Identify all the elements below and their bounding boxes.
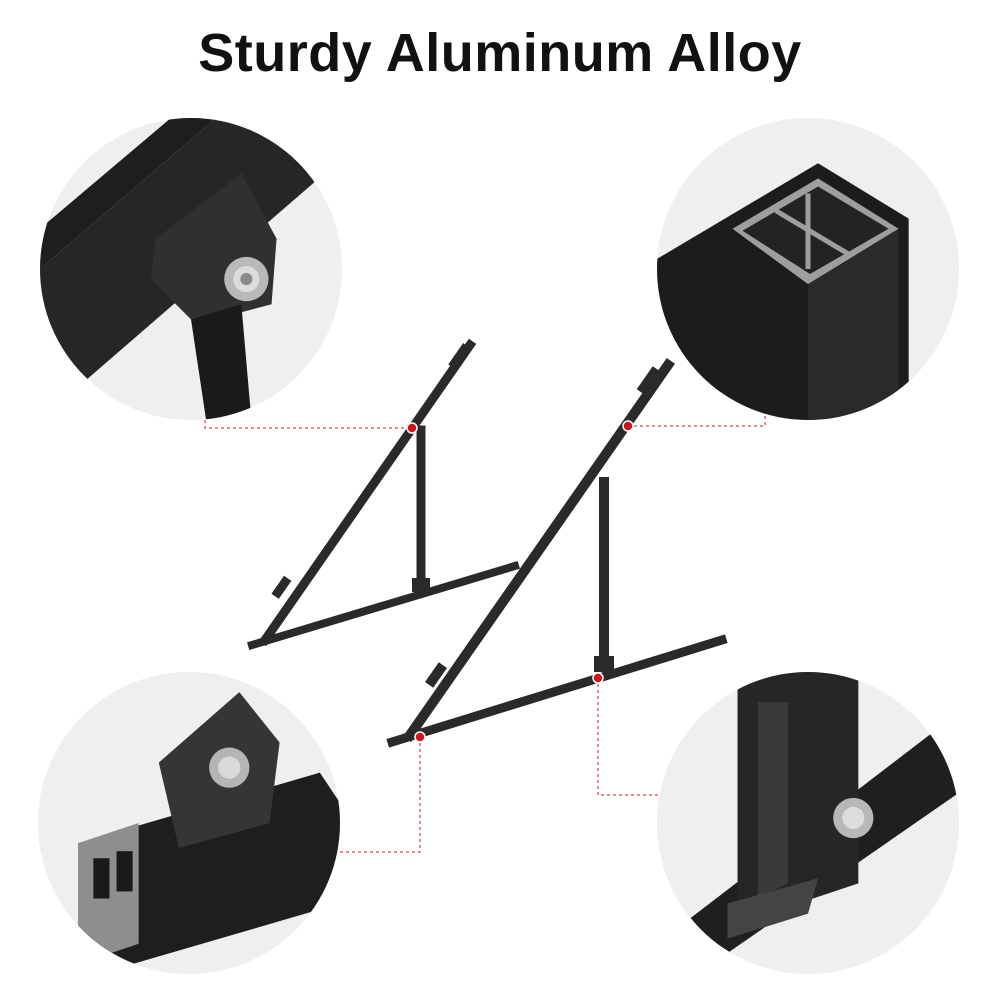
detail-profile-section [657, 118, 959, 420]
callout-markers [406, 420, 634, 743]
callout-lines [204, 415, 766, 853]
detail-top-hinge [40, 118, 342, 420]
detail-base-joint [38, 672, 340, 974]
callout-marker-top-left [406, 422, 418, 434]
detail-leg-foot [657, 672, 959, 974]
callout-marker-bottom-right [592, 672, 604, 684]
bracket-left-foot [412, 578, 430, 592]
bracket-right-clip-low [425, 662, 447, 688]
bracket-right-base [386, 634, 728, 748]
page-title: Sturdy Aluminum Alloy [198, 23, 802, 83]
callout-line-top-left [204, 420, 412, 429]
bracket-left-clip-top [448, 343, 470, 369]
bracket-left [247, 338, 520, 650]
bolt-hinge-closeup-icon [40, 118, 342, 420]
tube-cross-section-icon [657, 118, 959, 420]
rail-bolt-closeup-icon [38, 672, 340, 974]
bracket-left-base [247, 561, 520, 650]
callout-marker-top-right [622, 420, 634, 432]
bracket-left-clip-low [271, 575, 292, 599]
bracket-right-clip-top [636, 366, 661, 395]
leg-bolt-closeup-icon [657, 672, 959, 974]
bracket-right [386, 358, 728, 748]
callout-marker-bottom-left [414, 731, 426, 743]
bracket-left-arm [258, 338, 477, 647]
callout-line-top-right [628, 415, 766, 427]
callout-line-bottom-right [597, 678, 660, 796]
bracket-right-foot [594, 656, 614, 672]
callout-line-bottom-left [340, 737, 421, 853]
